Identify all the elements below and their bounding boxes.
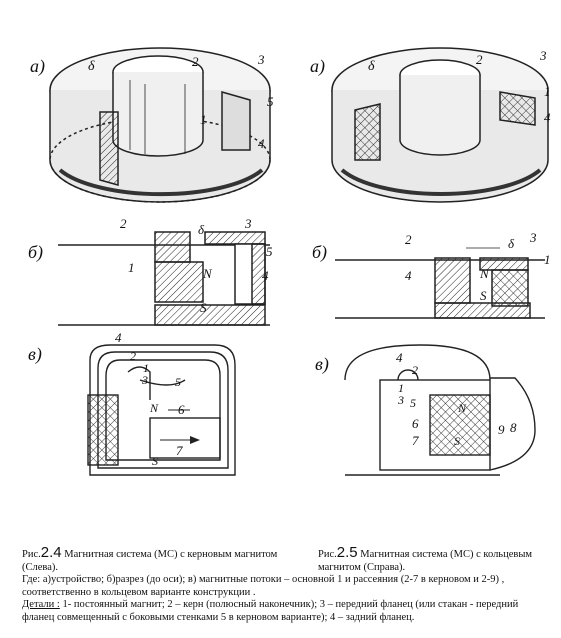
label-right-v: в) bbox=[315, 354, 329, 375]
caption-left-number: 2.4 bbox=[40, 544, 62, 561]
num-l-5-b: 5 bbox=[266, 244, 273, 259]
num-l-1-v: 1 bbox=[143, 361, 149, 375]
caption-right-text: Магнитная система (МС) с кольцевым магни… bbox=[318, 549, 533, 573]
num-r-S-b: S bbox=[480, 288, 487, 303]
num-r-1-a: 1 bbox=[544, 84, 551, 99]
num-l-2-v: 2 bbox=[130, 349, 136, 363]
num-l-5-a: 5 bbox=[267, 94, 274, 109]
fig-right-a-device bbox=[331, 47, 549, 203]
num-r-8-v: 8 bbox=[510, 420, 517, 435]
label-right-b: б) bbox=[312, 242, 327, 263]
fig-right-b-section bbox=[335, 247, 545, 319]
legend-where: Где: а)устройство; б)разрез (до оси); в)… bbox=[22, 574, 505, 598]
num-l-4-v: 4 bbox=[115, 330, 122, 345]
fig-right-v-flux bbox=[344, 344, 536, 476]
fig-left-b-section bbox=[58, 231, 270, 326]
details-label: Детали : bbox=[22, 599, 60, 610]
num-l-7-v: 7 bbox=[176, 443, 183, 458]
num-l-5-v: 5 bbox=[175, 375, 181, 389]
num-r-4-b: 4 bbox=[405, 268, 412, 283]
num-l-N-b: N bbox=[202, 266, 213, 281]
num-l-6-v: 6 bbox=[178, 402, 185, 417]
num-r-1-v: 1 bbox=[398, 381, 404, 395]
num-r-2-a: 2 bbox=[476, 52, 483, 67]
label-left-a: а) bbox=[30, 56, 45, 77]
num-l-delta-b: δ bbox=[198, 222, 205, 237]
legend-details: Детали : 1- постоянный магнит; 2 – керн … bbox=[22, 599, 552, 624]
figure-drawings: а) а) б) б) в) в) δ 2 3 5 1 4 δ 2 3 1 4 … bbox=[28, 47, 551, 476]
num-l-2-a: 2 bbox=[192, 54, 199, 69]
num-r-3-a: 3 bbox=[539, 48, 547, 63]
label-left-v: в) bbox=[28, 344, 42, 365]
num-r-N-b: N bbox=[479, 266, 490, 281]
num-r-2-v: 2 bbox=[412, 363, 418, 377]
num-l-3-a: 3 bbox=[257, 52, 265, 67]
num-l-2-b: 2 bbox=[120, 216, 127, 231]
caption-fig-2-5: Рис.2.5 Магнитная система (МС) с кольцев… bbox=[318, 544, 548, 574]
label-right-a: а) bbox=[310, 56, 325, 77]
fig-left-v-flux bbox=[87, 344, 236, 476]
num-l-N-v: N bbox=[149, 401, 159, 415]
num-r-6-v: 6 bbox=[412, 416, 419, 431]
num-l-S-b: S bbox=[200, 300, 207, 315]
num-l-3-b: 3 bbox=[244, 216, 252, 231]
num-l-3-v: 3 bbox=[141, 373, 148, 387]
num-r-N-v: N bbox=[457, 401, 467, 415]
label-left-b: б) bbox=[28, 242, 43, 263]
num-l-4-b: 4 bbox=[262, 268, 269, 283]
num-r-3-v: 3 bbox=[397, 393, 404, 407]
num-r-delta-a: δ bbox=[368, 59, 375, 74]
caption-right-number: 2.5 bbox=[336, 544, 358, 561]
caption-left-text: Магнитная система (МС) с керновым магнит… bbox=[22, 549, 278, 573]
caption-fig-2-4: Рис.2.4 Магнитная система (МС) с керновы… bbox=[22, 544, 292, 574]
num-r-4-v: 4 bbox=[396, 350, 403, 365]
num-l-1-a: 1 bbox=[200, 112, 207, 127]
num-r-5-v: 5 bbox=[410, 396, 416, 410]
num-r-7-v: 7 bbox=[412, 433, 419, 448]
details-text: 1- постоянный магнит; 2 – керн (полюсный… bbox=[22, 599, 519, 623]
num-l-1-b: 1 bbox=[128, 260, 135, 275]
num-r-delta-b: δ bbox=[508, 236, 515, 251]
num-r-2-b: 2 bbox=[405, 232, 412, 247]
num-r-4-a: 4 bbox=[544, 110, 551, 125]
num-l-4-a: 4 bbox=[258, 136, 265, 151]
num-l-S-v: S bbox=[152, 454, 158, 468]
num-r-3-b: 3 bbox=[529, 230, 537, 245]
num-r-1-b: 1 bbox=[544, 252, 551, 267]
num-r-S-v: S bbox=[454, 434, 460, 448]
caption-left-prefix: Рис. bbox=[22, 549, 41, 560]
num-r-9-v: 9 bbox=[498, 422, 505, 437]
caption-right-prefix: Рис. bbox=[318, 549, 337, 560]
fig-left-a-device bbox=[49, 47, 271, 203]
num-l-delta-a: δ bbox=[88, 59, 95, 74]
